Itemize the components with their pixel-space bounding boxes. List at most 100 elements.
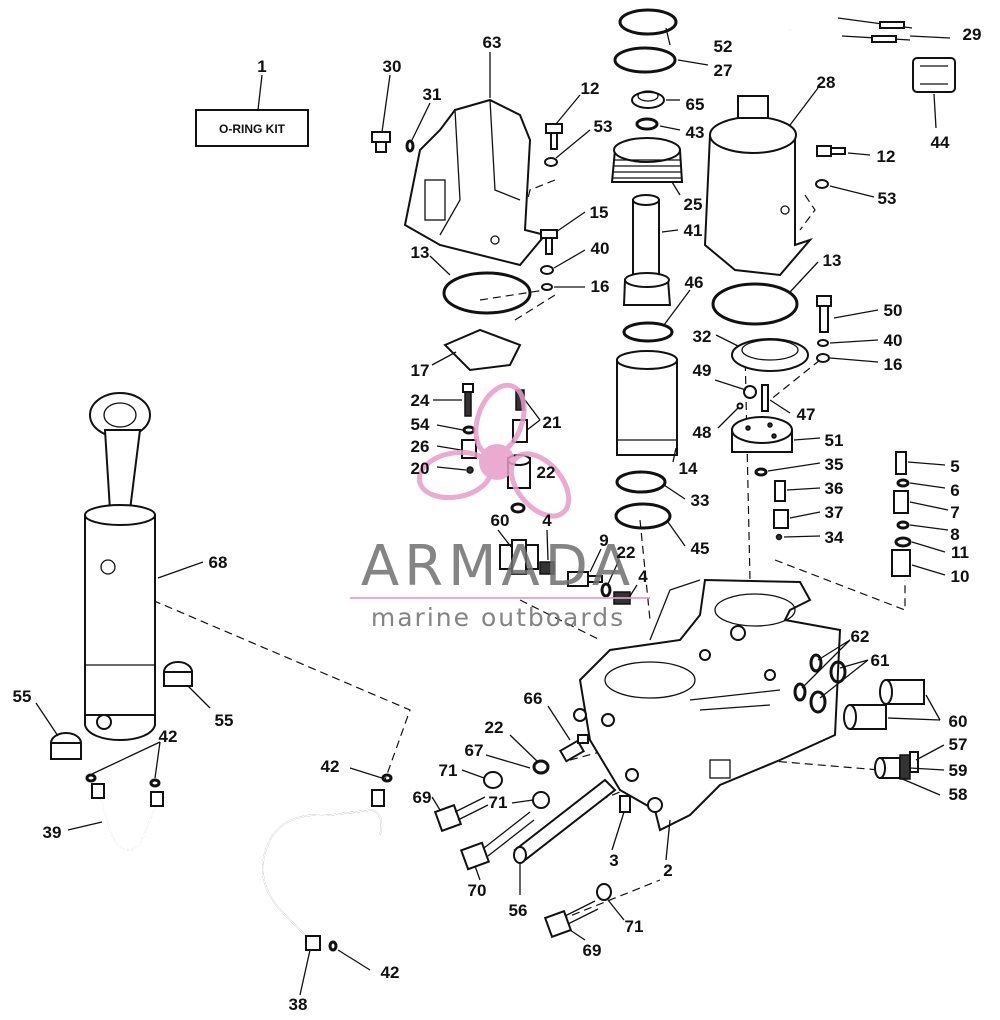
callout-69-upper: 69 (413, 788, 432, 807)
callout-68: 68 (209, 553, 228, 572)
spring-5 (895, 451, 907, 475)
callout-54: 54 (411, 415, 430, 434)
watermark-tagline: marine outboards (371, 603, 625, 632)
callout-20: 20 (411, 459, 430, 478)
callout-44: 44 (931, 133, 950, 152)
ball-20 (466, 466, 474, 474)
callout-51: 51 (825, 431, 844, 450)
oring-6 (896, 478, 910, 488)
ring-32 (731, 338, 809, 372)
oring-61-a (829, 660, 847, 684)
callout-22-lower: 22 (485, 718, 504, 737)
callout-40-right: 40 (884, 331, 903, 350)
oring-42-b (149, 778, 161, 788)
callout-65: 65 (686, 95, 705, 114)
screw-24 (462, 383, 474, 417)
callout-29: 29 (963, 25, 982, 44)
callout-62: 62 (851, 627, 870, 646)
bushing-55-left (50, 732, 82, 760)
line-38 (262, 789, 385, 951)
callout-35: 35 (825, 455, 844, 474)
callout-31: 31 (423, 85, 442, 104)
screen-57 (909, 751, 919, 773)
callout-47: 47 (797, 405, 816, 424)
callout-66: 66 (524, 689, 543, 708)
o-ring-kit-box: O-RING KIT (195, 109, 309, 147)
ball-34 (775, 533, 783, 541)
callout-17: 17 (411, 361, 430, 380)
oring-11 (894, 536, 912, 548)
callout-12-left: 12 (581, 79, 600, 98)
motor-28 (703, 27, 814, 277)
ring-59 (899, 754, 911, 780)
leader-lines (35, 27, 951, 996)
callout-36: 36 (825, 479, 844, 498)
callout-45: 45 (691, 539, 710, 558)
oring-54 (462, 425, 476, 435)
callout-2: 2 (663, 861, 672, 880)
callout-28: 28 (817, 73, 836, 92)
callout-60-left: 60 (491, 511, 510, 530)
callout-46: 46 (685, 273, 704, 292)
oring-35 (754, 467, 768, 477)
callout-26: 26 (411, 437, 430, 456)
valve-60-right-top (879, 679, 925, 705)
callout-16-left: 16 (591, 277, 610, 296)
callout-42-mid: 42 (321, 757, 340, 776)
callout-1: 1 (257, 57, 266, 76)
washer-40-right (817, 339, 829, 347)
callout-34: 34 (825, 528, 844, 547)
screw-12-left (545, 123, 563, 150)
oring-33 (615, 470, 667, 494)
callout-12-right: 12 (877, 147, 896, 166)
oring-42-d (328, 940, 338, 952)
terminal-29 (837, 17, 913, 43)
manifold-51 (731, 416, 793, 453)
callout-58: 58 (949, 785, 968, 804)
piston-25 (610, 137, 684, 183)
oring-42-a (85, 773, 97, 783)
rod-41 (622, 194, 672, 306)
oring-27 (613, 46, 677, 74)
ball-48 (736, 402, 744, 410)
oring-43 (635, 117, 659, 131)
callout-43: 43 (686, 123, 705, 142)
plug-10 (891, 549, 911, 577)
oring-13-right (711, 282, 799, 326)
motor-housing-63 (403, 98, 547, 267)
callout-6: 6 (950, 481, 959, 500)
callout-67: 67 (465, 741, 484, 760)
callout-9: 9 (599, 531, 608, 550)
callout-53-left: 53 (594, 117, 613, 136)
oring-45 (614, 502, 672, 530)
pump-housing-2 (573, 578, 842, 832)
washer-71-a (483, 771, 503, 789)
callout-8: 8 (950, 525, 959, 544)
callout-22-right: 22 (617, 543, 636, 562)
washer-40-left (540, 265, 554, 275)
pin-3 (619, 795, 631, 813)
callout-13-right: 13 (823, 251, 842, 270)
callout-52: 52 (714, 37, 733, 56)
callout-60-right: 60 (949, 712, 968, 731)
callout-7: 7 (950, 503, 959, 522)
callout-14: 14 (679, 459, 698, 478)
pin-56 (513, 778, 617, 864)
callout-11: 11 (951, 543, 969, 562)
callout-24: 24 (411, 391, 430, 410)
valve-9 (567, 571, 603, 587)
callout-32: 32 (693, 327, 712, 346)
bolt-70 (459, 811, 535, 871)
callout-13-left: 13 (411, 243, 430, 262)
callout-48: 48 (693, 423, 712, 442)
callout-71-b: 71 (489, 793, 508, 812)
callout-15: 15 (590, 203, 609, 222)
bushing-55-right (163, 661, 193, 687)
connector-44 (912, 57, 956, 93)
plug-58 (874, 757, 901, 779)
clip-67 (532, 759, 550, 775)
screw-15 (540, 229, 558, 255)
callout-61: 61 (871, 651, 890, 670)
watermark-brand: ARMADA (361, 534, 635, 599)
